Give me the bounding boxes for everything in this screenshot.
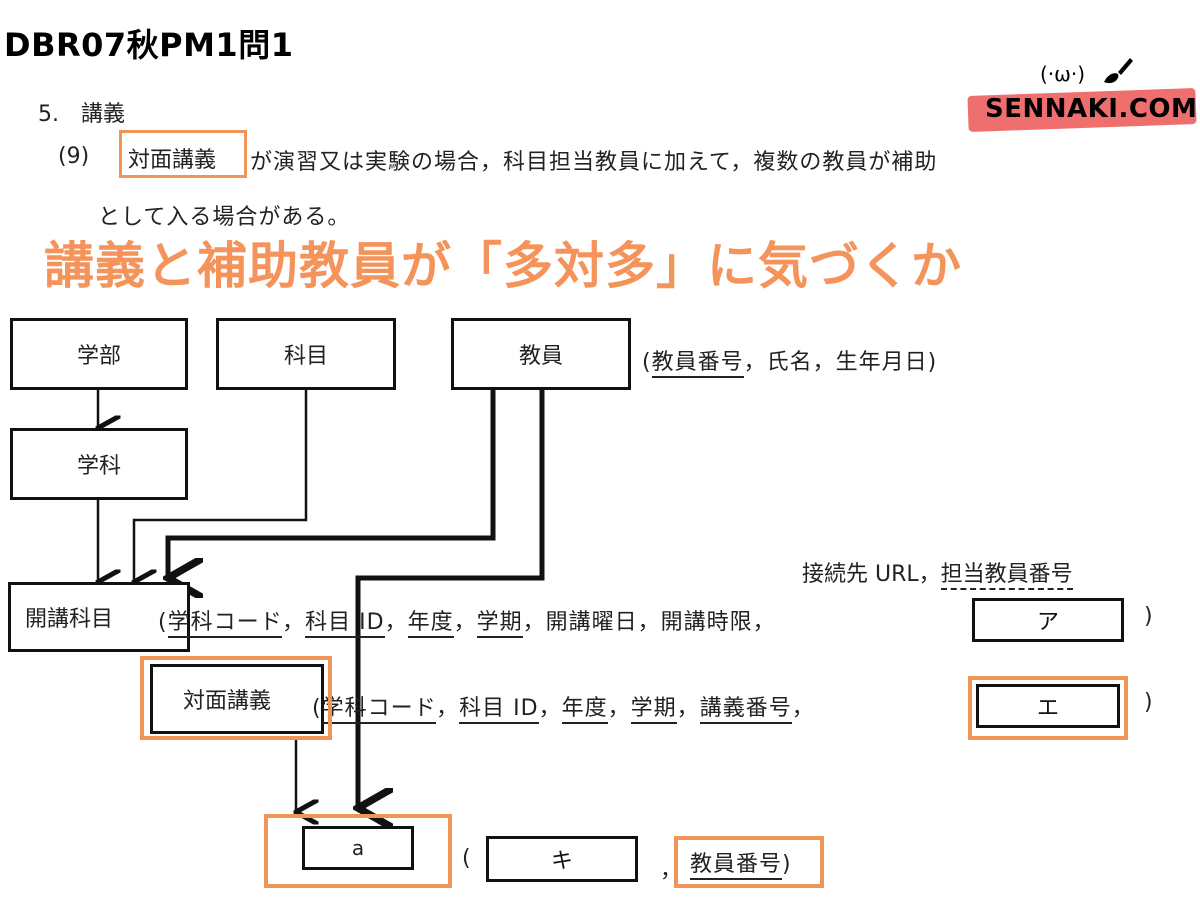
pk-kamoku-id: 科目 ID — [459, 696, 539, 724]
sep: ， — [791, 696, 815, 721]
attrs-a: 教員番号) — [690, 846, 792, 880]
highlight-blank-e — [968, 676, 1128, 740]
highlight-a — [264, 814, 452, 888]
question-line1: が演習又は実験の場合，科目担当教員に加えて，複数の教員が補助 — [250, 150, 938, 175]
entity-taimen: 対面講義 — [150, 664, 324, 734]
pk-gakka-code: 学科コード — [167, 610, 283, 638]
entity-gakubu: 学部 — [10, 318, 188, 390]
question-line2: として入る場合がある。 — [98, 205, 351, 230]
entity-kaiko: 開講科目 — [8, 582, 190, 652]
entity-kyoin: 教員 — [451, 318, 631, 390]
brush-icon — [1104, 58, 1133, 84]
attr-rest: ，氏名，生年月日) — [743, 350, 938, 375]
paren-close: ) — [1144, 690, 1153, 715]
paren-open: ( — [312, 696, 322, 721]
highlight-taimen — [140, 656, 332, 740]
sep: ， — [676, 696, 700, 721]
sep: ， — [538, 696, 562, 721]
entity-kamoku: 科目 — [216, 318, 396, 390]
attrs-taimen: (学科コード，科目 ID，年度，学期，講義番号， — [312, 690, 815, 724]
highlight-kyoin-bango — [674, 836, 824, 888]
pk-kogi-bango: 講義番号 — [699, 696, 792, 724]
attrs-kaiko: (学科コード，科目 ID，年度，学期，開講曜日，開講時限， — [158, 604, 776, 638]
sep: ， — [436, 696, 460, 721]
pk-gakki: 学期 — [630, 696, 677, 724]
entity-a: a — [302, 826, 414, 870]
pk-nendo: 年度 — [407, 610, 454, 638]
highlight-box — [119, 130, 247, 178]
logo-text[interactable]: SENNAKI.COM — [985, 94, 1198, 124]
fk-tanto-kyoin: 担当教員番号 — [940, 562, 1073, 590]
attr-url: 接続先 URL， — [802, 562, 941, 587]
paren-close: ) — [1144, 604, 1153, 629]
sep: ， — [384, 610, 408, 635]
page-title: DBR07秋PM1問1 — [4, 26, 294, 64]
rel-kamoku-kaiko — [134, 388, 308, 582]
attrs-kyoin: (教員番号，氏名，生年月日) — [642, 344, 938, 378]
paren-open: ( — [642, 350, 652, 375]
paren-close: ) — [782, 852, 792, 877]
pk-kyoin-bango: 教員番号 — [651, 350, 744, 378]
pk-kyoin-bango: 教員番号 — [690, 852, 783, 880]
item-number: (9) — [58, 144, 90, 169]
highlight-term: 対面講義 — [128, 148, 217, 173]
headline: 講義と補助教員が「多対多」に気づくか — [44, 237, 962, 295]
blank-e: エ — [976, 684, 1120, 728]
pk-nendo: 年度 — [561, 696, 608, 724]
pk-kamoku-id: 科目 ID — [305, 610, 385, 638]
logo-face: (·ω·) — [1040, 62, 1086, 86]
section-heading: 5. 講義 — [38, 102, 125, 127]
entity-gakka: 学科 — [10, 428, 188, 500]
blank-a: ア — [972, 598, 1124, 642]
sep: ， — [282, 610, 306, 635]
attrs-extra: 接続先 URL，担当教員番号 — [802, 556, 1073, 590]
attr-rest: ，開講曜日，開講時限， — [522, 610, 776, 635]
sep: ， — [453, 610, 477, 635]
sep: ， — [607, 696, 631, 721]
pk-gakka-code: 学科コード — [321, 696, 437, 724]
rel-kyoin-a — [358, 388, 545, 808]
paren-open: ( — [158, 610, 168, 635]
pk-gakki: 学期 — [476, 610, 523, 638]
blank-ki: キ — [486, 836, 638, 882]
paren-open: ( — [462, 846, 471, 871]
rel-kyoin-kaiko — [168, 388, 496, 578]
